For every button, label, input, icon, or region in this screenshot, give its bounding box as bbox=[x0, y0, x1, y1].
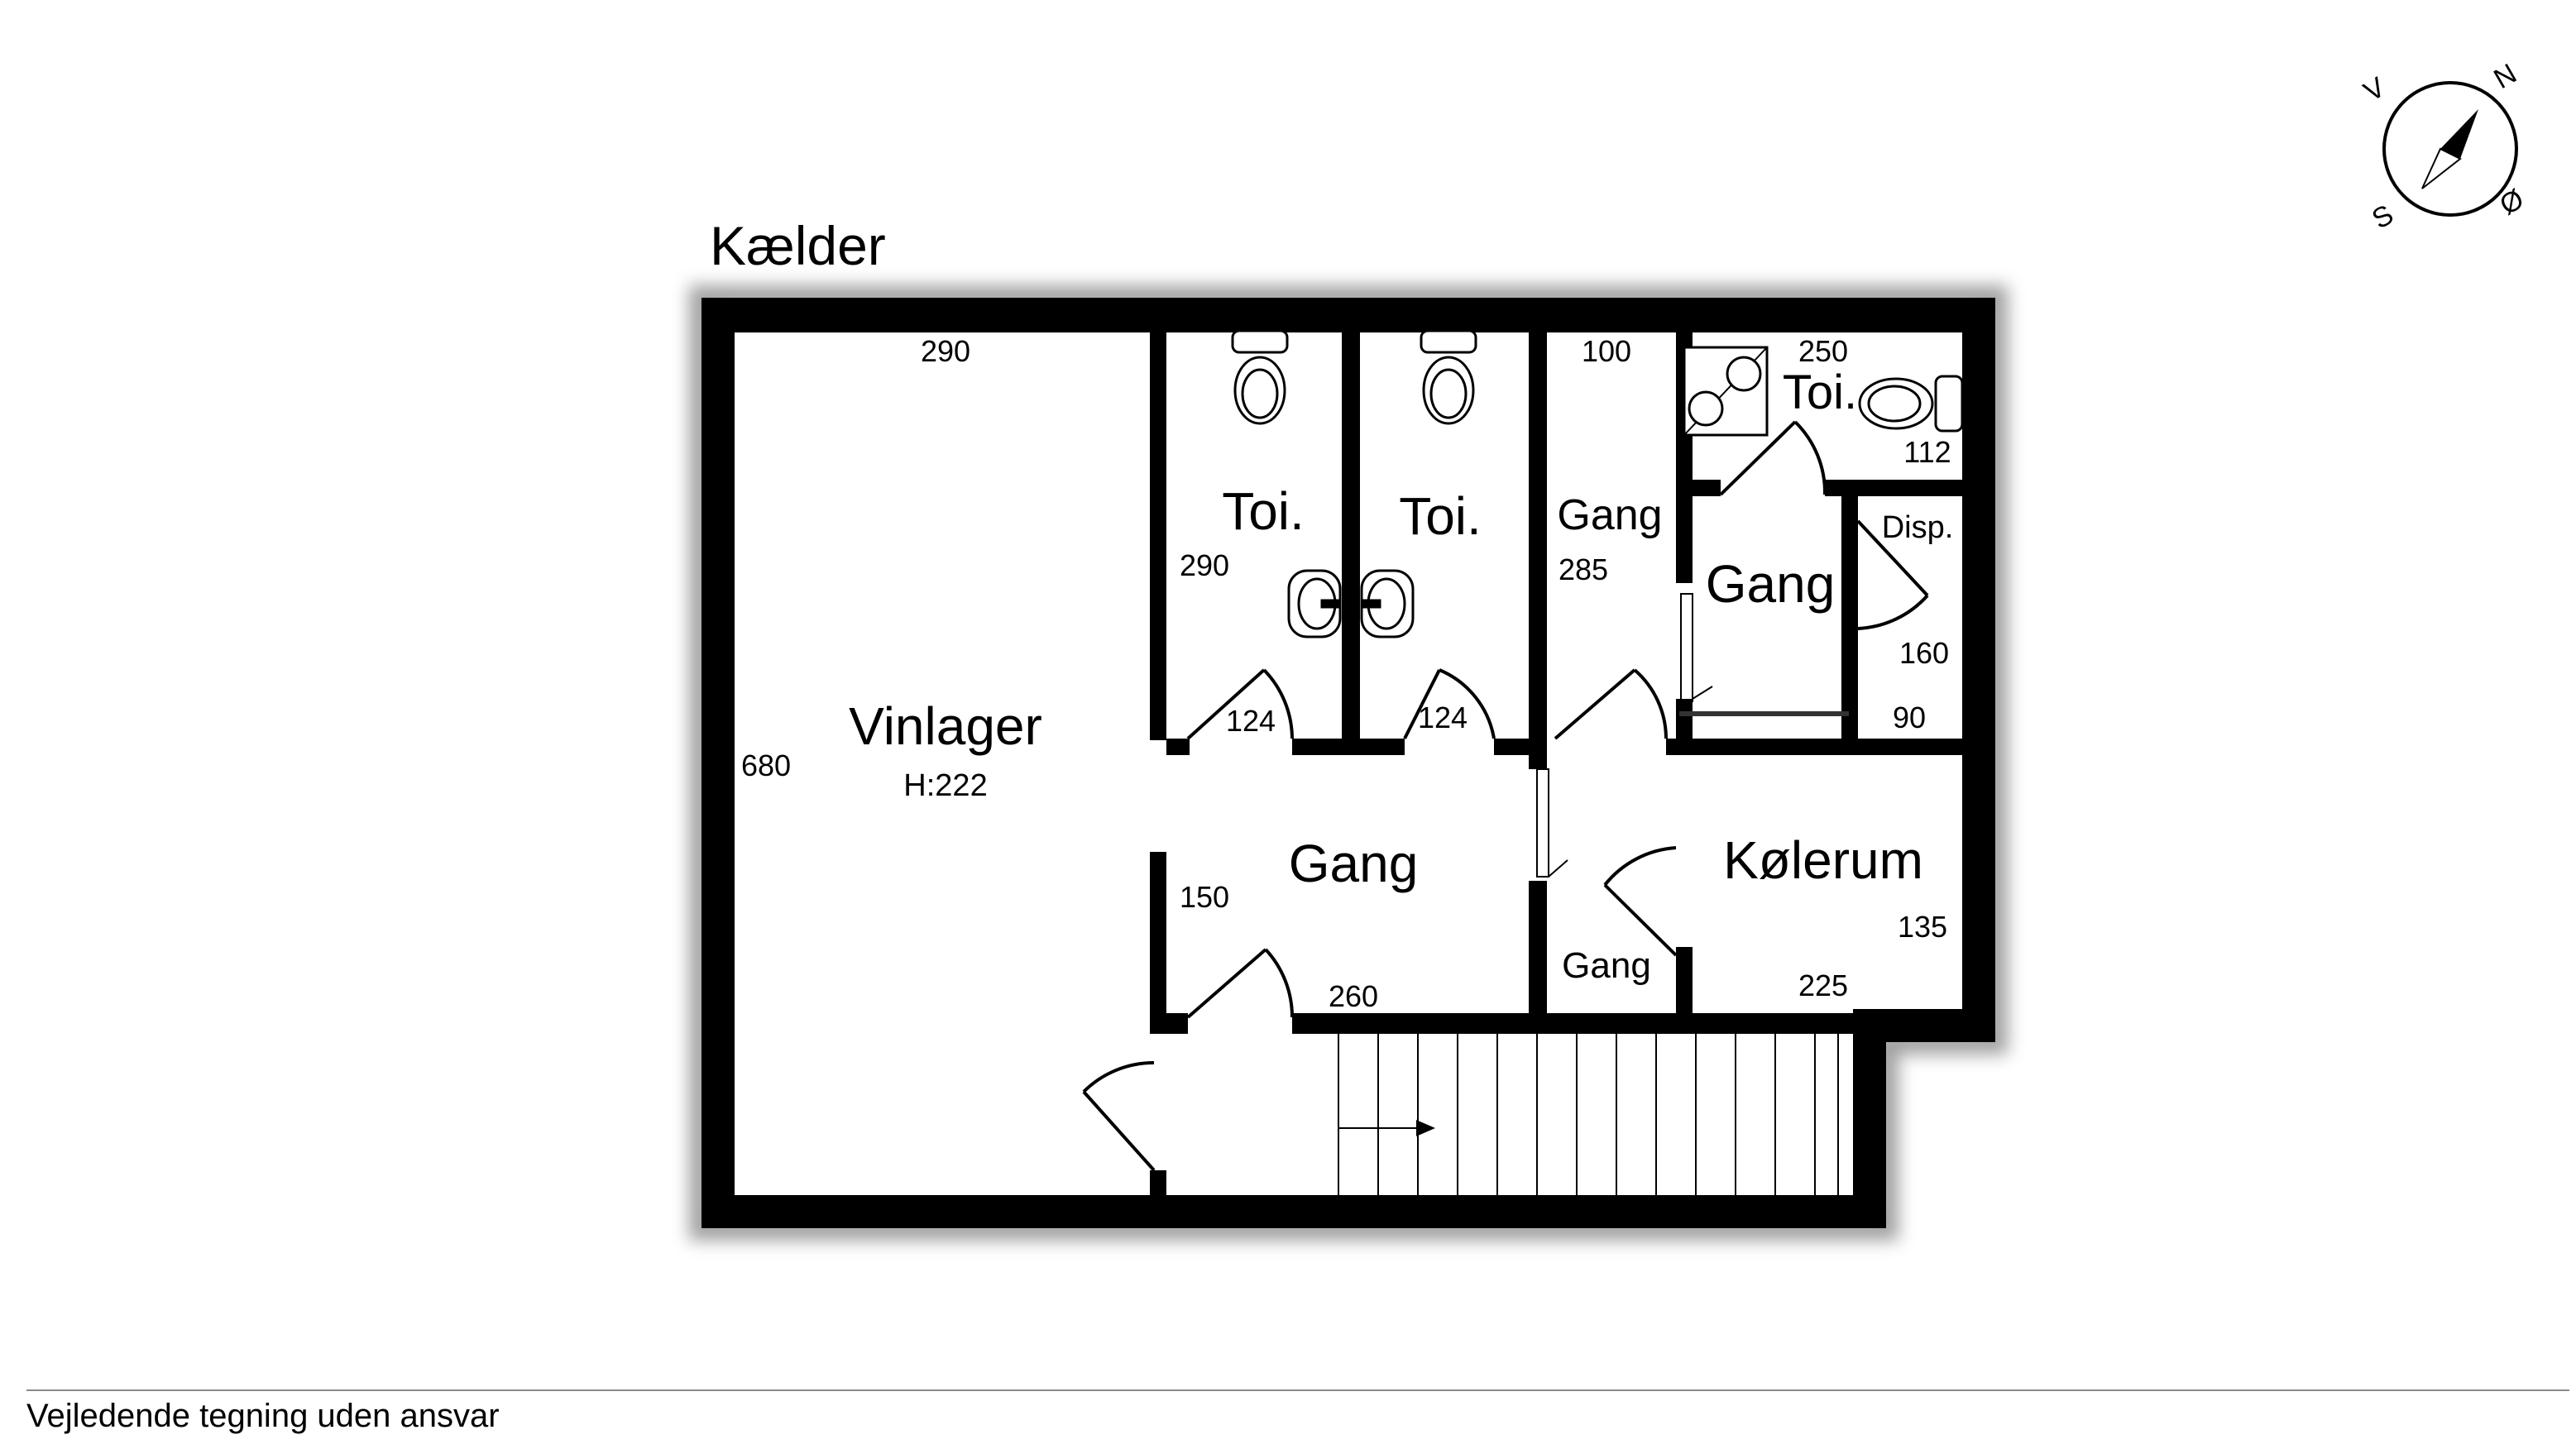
room-name-vinlager: Vinlager bbox=[849, 696, 1042, 756]
floor-title: Kælder bbox=[710, 215, 886, 276]
room-name-disp: Disp. bbox=[1882, 510, 1954, 545]
washer-fixture bbox=[1683, 346, 1769, 437]
toilet-fixture-3 bbox=[1858, 375, 1964, 433]
dim-gang-main-width: 260 bbox=[1329, 979, 1378, 1013]
dim-gang-upper-width: 100 bbox=[1582, 334, 1631, 368]
dim-kolerum-width: 225 bbox=[1798, 968, 1848, 1002]
sink-fixture-2 bbox=[1360, 569, 1415, 638]
room-name-gang-small: Gang bbox=[1562, 945, 1651, 986]
dim-vinlager-length: 680 bbox=[741, 748, 791, 782]
footer-divider bbox=[26, 1389, 2569, 1391]
dim-toilet-3-width: 250 bbox=[1798, 334, 1848, 368]
compass-needle-south-icon bbox=[2421, 147, 2462, 189]
dim-toilet-2-door: 124 bbox=[1418, 701, 1468, 734]
dim-disp-width: 90 bbox=[1893, 701, 1926, 734]
dim-gang-upper-length: 285 bbox=[1559, 552, 1608, 586]
footer-disclaimer: Vejledende tegning uden ansvar bbox=[26, 1398, 500, 1434]
room-name-kolerum: Kølerum bbox=[1723, 830, 1923, 890]
dim-toilet-3-length: 112 bbox=[1903, 435, 1951, 469]
dim-vinlager-width: 290 bbox=[921, 334, 970, 368]
room-name-toilet-3: Toi. bbox=[1783, 366, 1857, 419]
sink-fixture-1 bbox=[1287, 569, 1342, 638]
room-height-vinlager: H:222 bbox=[903, 768, 987, 803]
room-name-gang-main: Gang bbox=[1289, 834, 1419, 893]
dim-kolerum-length: 135 bbox=[1898, 910, 1947, 944]
room-name-gang-right: Gang bbox=[1706, 554, 1836, 614]
dim-toilet-1-door: 124 bbox=[1226, 704, 1276, 738]
doors bbox=[1082, 420, 1929, 1172]
interior-walls bbox=[1150, 327, 1964, 1199]
compass-south-label: S bbox=[2367, 198, 2399, 235]
dim-gang-main-length: 150 bbox=[1180, 880, 1229, 914]
toilet-fixture-1 bbox=[1231, 329, 1289, 425]
dim-toilet-1-length: 290 bbox=[1180, 548, 1229, 582]
staircase bbox=[1338, 1034, 1839, 1195]
compass-north-label: N bbox=[2488, 58, 2521, 95]
compass: N Ø S V bbox=[2358, 58, 2529, 236]
room-name-toilet-1: Toi. bbox=[1222, 481, 1305, 541]
dim-disp-length: 160 bbox=[1899, 636, 1949, 670]
compass-needle-north-icon bbox=[2440, 109, 2478, 159]
stair-direction-arrow bbox=[1416, 1120, 1435, 1136]
toilet-fixture-2 bbox=[1420, 329, 1477, 425]
outer-walls bbox=[701, 298, 1995, 1228]
compass-west-label: V bbox=[2358, 71, 2391, 108]
room-name-gang-upper: Gang bbox=[1557, 491, 1662, 539]
room-name-toilet-2: Toi. bbox=[1399, 486, 1482, 546]
